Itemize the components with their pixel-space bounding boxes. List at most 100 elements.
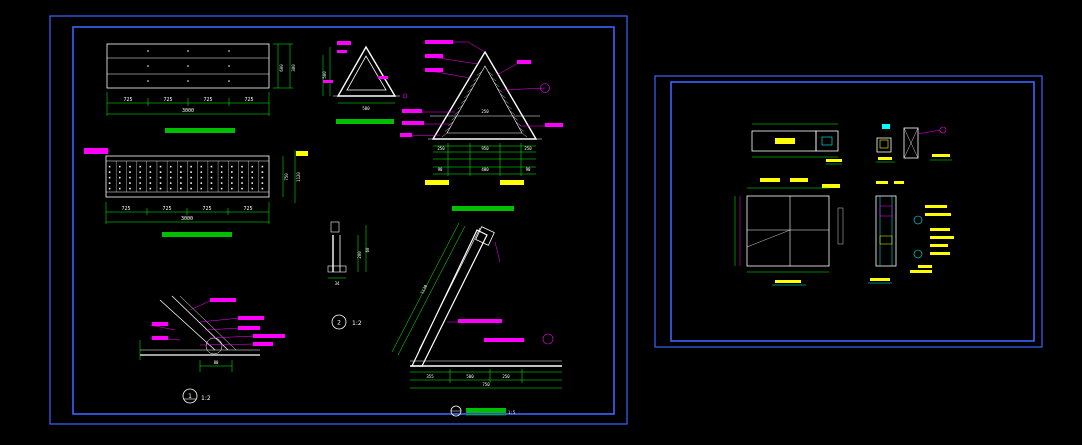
front-grid-dot [159, 187, 162, 190]
plan-seg-4: 725 [244, 97, 253, 103]
front-grid-dot [190, 187, 192, 190]
detail-brace: 355 500 250 750 1130 [391, 222, 562, 389]
section-tag-left [425, 180, 449, 185]
front-seg-4: 725 [243, 206, 252, 212]
front-grid-dot [210, 187, 213, 190]
brace-dim-4: 750 [482, 382, 490, 387]
detail-2-scale: 1:2 [352, 320, 362, 327]
plan-view-caption-bar [165, 128, 235, 133]
front-grid-dot [231, 187, 233, 190]
front-grid-dot [220, 165, 223, 168]
brace-length: 1130 [419, 283, 428, 294]
front-grid-dot [129, 182, 131, 184]
front-grid-dot [108, 176, 111, 179]
front-grid-dot [251, 187, 254, 190]
section-tag-right [500, 180, 524, 185]
front-grid-dot [139, 165, 141, 168]
front-grid-dot [251, 165, 254, 168]
front-grid-dot [241, 176, 243, 179]
front-grid-dot [261, 171, 264, 173]
front-grid-dot [149, 171, 152, 173]
front-grid-dot [129, 187, 131, 190]
front-grid-dot [190, 182, 192, 184]
front-grid-dot [159, 176, 162, 179]
front-grid-dot [139, 171, 141, 173]
front-grid-dot [190, 165, 192, 168]
front-grid-dot [180, 182, 182, 184]
front-grid-dot [159, 165, 162, 168]
section-hatch-line [509, 110, 515, 115]
front-seg-2: 725 [162, 206, 171, 212]
front-grid-dot [108, 171, 111, 173]
front-grid-dot [169, 182, 172, 184]
front-grid-dot [241, 187, 243, 190]
front-grid-dot [200, 176, 203, 179]
detail-1: 80 1 1:2 [139, 295, 285, 404]
front-grid-dot [210, 165, 213, 168]
front-grid-dot [200, 165, 203, 168]
section-hatch-line [494, 82, 500, 87]
plan-seg-1: 725 [123, 97, 132, 103]
brace-dim-1: 355 [426, 374, 434, 379]
front-grid-dot [149, 165, 152, 168]
section-hatch-line [512, 116, 518, 121]
front-grid-dot [231, 176, 233, 179]
front-grid-dot [251, 171, 254, 173]
section-hatch-line [503, 99, 509, 104]
front-grid-dot [108, 187, 111, 190]
front-grid-dot [149, 187, 152, 190]
section-hatch-line [476, 71, 482, 76]
section-hatch-line [487, 71, 494, 76]
front-grid-dot [210, 171, 213, 173]
front-grid-dot [119, 165, 121, 168]
front-grid-dot [108, 182, 111, 184]
section-hatch-line [445, 127, 451, 132]
front-grid-dot [251, 182, 254, 184]
detail-1-scale: 1:2 [201, 395, 211, 402]
front-width-total: 3000 [181, 216, 193, 222]
front-grid-dot [261, 187, 264, 190]
section-hatch-line [500, 93, 506, 99]
front-grid-dot [159, 171, 162, 173]
section-base-1: 250 [437, 146, 445, 151]
front-grid-dot [169, 171, 172, 173]
section-hatch [441, 71, 528, 138]
front-grid-dot [190, 176, 192, 179]
section-view: 250 950 250 90 400 90 250 [400, 40, 563, 211]
front-grid-dot [261, 182, 264, 184]
front-grid-dot [108, 165, 111, 168]
section-bottom-3: 90 [526, 167, 531, 172]
front-grid-dot [159, 182, 162, 184]
plan-seg-3: 725 [203, 97, 212, 103]
brace-dim-3: 250 [502, 374, 510, 379]
section-hatch-line [464, 93, 470, 99]
section-hatch-line [473, 77, 479, 82]
side-view-small: 580 500 [322, 41, 400, 124]
front-grid-dot [139, 187, 141, 190]
front-grid-dot [129, 176, 131, 179]
footer-title-block: 1:5 [450, 405, 516, 417]
detail-1-dim: 80 [214, 360, 219, 365]
front-grid-dot [119, 171, 121, 173]
front-grid-dot [231, 165, 233, 168]
front-grid-dot [261, 165, 264, 168]
detail-post: 200 60 34 2 1:2 [327, 221, 370, 330]
front-grid-dot [231, 171, 233, 173]
front-grid-dot [169, 165, 172, 168]
section-hatch-line [460, 99, 467, 104]
post-dim-1: 200 [357, 251, 362, 259]
section-hatch-line [518, 127, 525, 132]
front-grid-dot [139, 176, 141, 179]
front-grid-dot [200, 171, 203, 173]
front-grid-dot [241, 165, 243, 168]
front-grid-dot [261, 176, 264, 179]
side-small-base: 580 [362, 106, 370, 111]
front-view-caption-bar [162, 232, 232, 237]
front-grid-dot [129, 171, 131, 173]
right-sheet-details [734, 123, 954, 286]
brace-dim-2: 500 [466, 374, 474, 379]
front-grid-dot [180, 176, 182, 179]
plan-width-total: 3000 [182, 108, 194, 114]
front-grid-dot [119, 182, 121, 184]
post-dim-3: 34 [335, 281, 340, 286]
